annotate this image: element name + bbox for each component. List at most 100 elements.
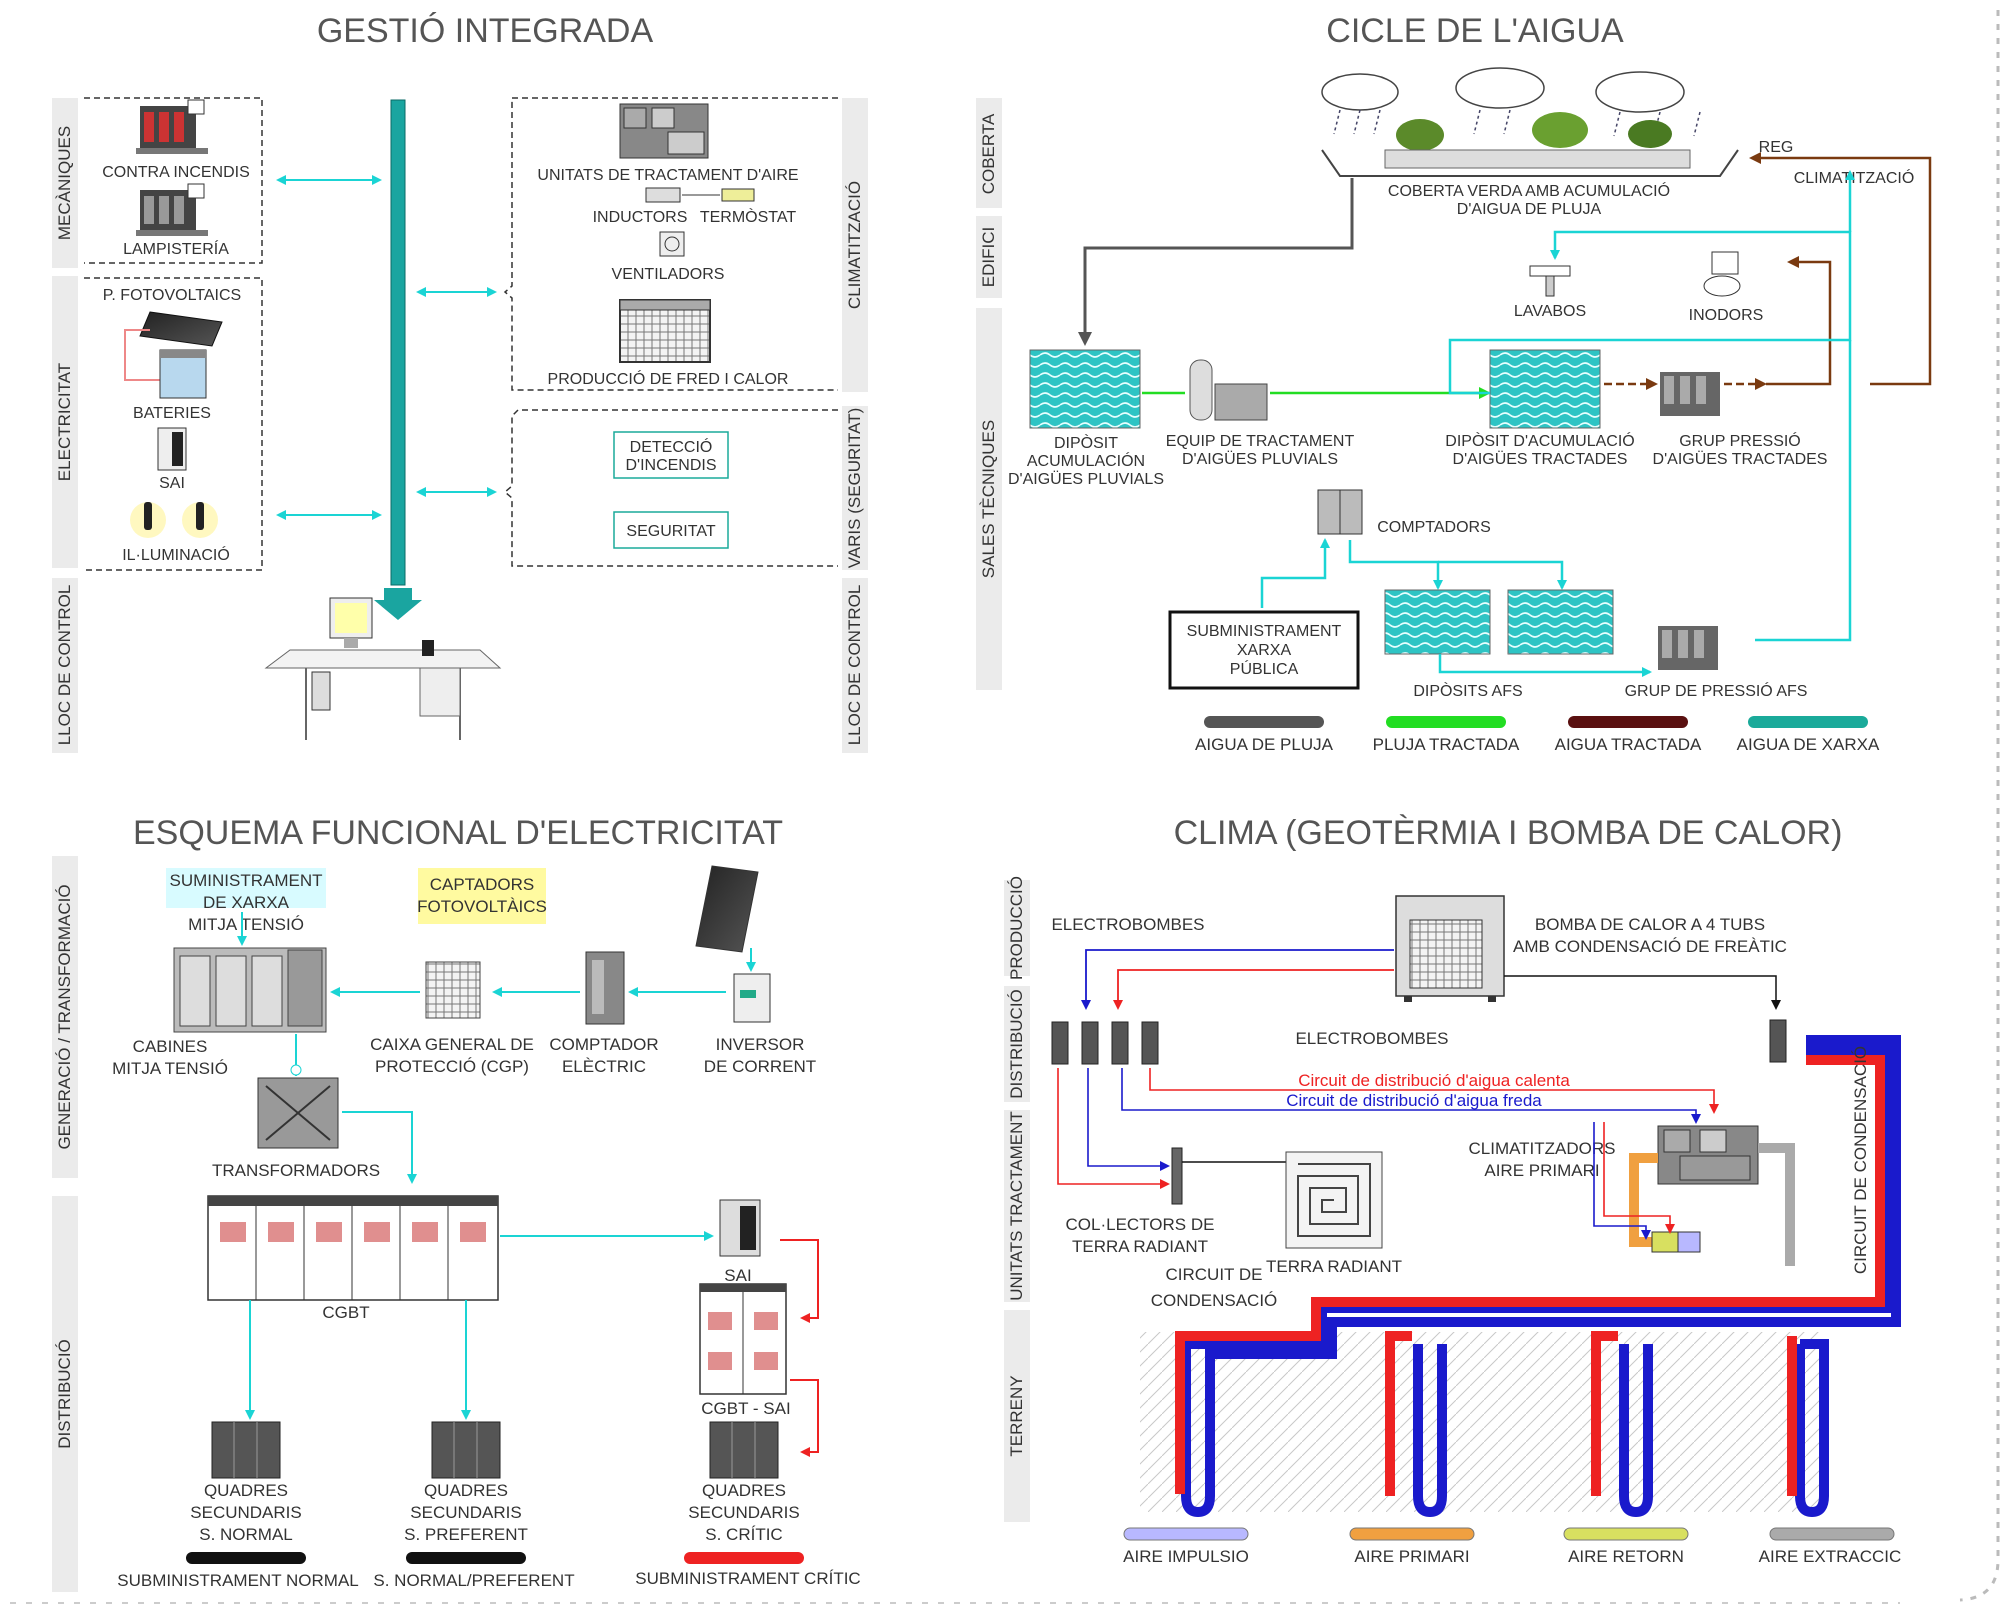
- sheet-border: [1959, 10, 2000, 1602]
- legend-swatch-2: [1568, 716, 1688, 728]
- label-circuit-calenta: Circuit de distribució d'aigua calenta: [1298, 1071, 1570, 1090]
- label-lampisteria: LAMPISTERÍA: [123, 239, 229, 258]
- label-climatitzadors-1: CLIMATITZADORS: [1468, 1139, 1615, 1158]
- condenser-pump-icon: [1769, 1019, 1787, 1063]
- pv-module-icon: [695, 865, 759, 953]
- label-climatitzacio: CLIMATITZACIÓ: [1794, 168, 1915, 187]
- label-grup-pressio-1: GRUP PRESSIÓ: [1679, 431, 1801, 450]
- inverter-icon: [733, 973, 771, 1023]
- highlight-subministrament: [166, 868, 326, 908]
- legend-label-normal: SUBMINISTRAMENT NORMAL: [117, 1571, 359, 1590]
- panel-title: GESTIÓ INTEGRADA: [317, 12, 654, 50]
- tank-afs-2: [1507, 589, 1614, 655]
- label-ventiladors: VENTILADORS: [612, 266, 725, 283]
- label-subministrament-3: PÚBLICA: [1230, 659, 1299, 678]
- panel-title: ESQUEMA FUNCIONAL D'ELECTRICITAT: [133, 814, 783, 852]
- label-circuit-cond-1: CIRCUIT DE: [1166, 1265, 1263, 1284]
- panel-preferent-icon: [431, 1421, 501, 1479]
- air-handler-icon: [1657, 1125, 1759, 1185]
- lighting-icon: [130, 502, 218, 538]
- label-circuit-condensacio-vertical: CIRCUIT DE CONDENSACIÓ: [1851, 1046, 1870, 1274]
- air-legend: AIRE IMPULSIO AIRE PRIMARI AIRE RETORN A…: [1123, 1527, 1902, 1566]
- label-circuit-freda: Circuit de distribució d'aigua freda: [1286, 1091, 1542, 1110]
- legend-label-1: PLUJA TRACTADA: [1373, 735, 1520, 754]
- sink-icon: [1529, 265, 1571, 297]
- control-desk-icon: [264, 597, 502, 740]
- tank-afs-1: [1384, 589, 1491, 655]
- label-produccio-fred-calor: PRODUCCIÓ DE FRED I CALOR: [548, 369, 789, 388]
- water-treatment-icon: [1189, 359, 1268, 421]
- label-inodors: INODORS: [1689, 307, 1764, 324]
- elec-legend: SUBMINISTRAMENT NORMAL S. NORMAL/PREFERE…: [117, 1552, 861, 1590]
- label-equip-2: D'AIGÜES PLUVIALS: [1182, 450, 1338, 468]
- cgp-icon: [425, 961, 481, 1019]
- label-circuit-cond-2: CONDENSACIÓ: [1151, 1291, 1278, 1310]
- green-roof-icon: [1321, 67, 1739, 177]
- label-sub-2: DE XARXA: [203, 893, 290, 912]
- label-diposit-pluvials-3: D'AIGÜES PLUVIALS: [1008, 470, 1164, 488]
- panel-critic-icon: [709, 1421, 779, 1479]
- label-diposits-afs: DIPÒSITS AFS: [1413, 681, 1522, 700]
- label-grup-afs: GRUP DE PRESSIÓ AFS: [1625, 681, 1808, 700]
- control-bus: [390, 99, 406, 586]
- side-label-sales-tecniques: SALES TÈCNIQUES: [979, 420, 998, 578]
- label-seguretat: SEGURITAT: [626, 523, 715, 540]
- side-label-climatitzacio: CLIMATITZACIÓ: [845, 181, 864, 309]
- label-coberta-2: D'AIGUA DE PLUJA: [1457, 201, 1602, 218]
- label-illuminacio: IL·LUMINACIÓ: [122, 545, 230, 564]
- legend-label-primari: AIRE PRIMARI: [1354, 1547, 1469, 1566]
- legend-swatch-0: [1204, 716, 1324, 728]
- legend-swatch-primari: [1349, 1527, 1475, 1541]
- side-label-distribucio: DISTRIBUCIÓ: [55, 1339, 74, 1449]
- legend-swatch-normal: [186, 1552, 306, 1564]
- ups-unit-icon: [719, 1199, 761, 1257]
- label-cabines-1: CABINES: [133, 1037, 208, 1056]
- cgbt-sai-icon: [699, 1283, 787, 1395]
- legend-label-impulsio: AIRE IMPULSIO: [1123, 1547, 1249, 1566]
- ground-area: [1140, 1332, 1820, 1512]
- radiant-floor-icon: [1285, 1151, 1383, 1249]
- label-comptador-1: COMPTADOR: [549, 1035, 658, 1054]
- label-comptador-2: ELÈCTRIC: [562, 1057, 646, 1076]
- side-label-lloc-control-right: LLOC DE CONTROL: [845, 585, 864, 746]
- heat-pump-icon: [1395, 895, 1505, 1002]
- electric-meter-icon: [585, 951, 625, 1025]
- ups-icon: [157, 427, 187, 471]
- label-transformadors: TRANSFORMADORS: [212, 1161, 380, 1180]
- label-qc-2: SECUNDARIS: [688, 1503, 799, 1522]
- bus-down-arrow: [374, 588, 422, 620]
- plumbing-pump-icon: [136, 183, 208, 236]
- battery-icon: [159, 349, 207, 399]
- label-captadors-2: FOTOVOLTÀICS: [417, 897, 547, 916]
- tank-tractades: [1489, 349, 1601, 429]
- diffuser-icon: [1651, 1231, 1701, 1253]
- label-qp-3: S. PREFERENT: [404, 1525, 528, 1544]
- label-inversor-1: INVERSOR: [716, 1035, 805, 1054]
- legend-label-preferent: S. NORMAL/PREFERENT: [373, 1571, 574, 1590]
- water-legend: AIGUA DE PLUJA PLUJA TRACTADA AIGUA TRAC…: [1195, 716, 1880, 754]
- side-label-mecaniques: MECÀNIQUES: [55, 126, 74, 240]
- legend-label-2: AIGUA TRACTADA: [1555, 735, 1702, 754]
- panel-normal-icon: [211, 1421, 281, 1479]
- panel-cicle-aigua: CICLE DE L'AIGUA COBERTA EDIFICI SALES T…: [976, 12, 1932, 754]
- label-electrobombes-top: ELECTROBOMBES: [1051, 915, 1204, 934]
- thermostat-icon: [721, 188, 755, 202]
- label-cgbt: CGBT: [322, 1303, 369, 1322]
- label-utas: UNITATS DE TRACTAMENT D'AIRE: [537, 167, 798, 184]
- label-qp-2: SECUNDARIS: [410, 1503, 521, 1522]
- label-terra-radiant: TERRA RADIANT: [1266, 1257, 1402, 1276]
- side-label-lloc-control: LLOC DE CONTROL: [55, 585, 74, 746]
- side-label-terreny: TERRENY: [1007, 1375, 1026, 1456]
- label-lavabos: LAVABOS: [1514, 303, 1586, 320]
- side-label-produccio: PRODUCCIÓ: [1007, 876, 1026, 980]
- label-qn-1: QUADRES: [204, 1481, 288, 1500]
- label-equip-1: EQUIP DE TRACTAMENT: [1166, 433, 1355, 450]
- label-diposit-tractades-2: D'AIGÜES TRACTADES: [1453, 450, 1628, 468]
- legend-label-extraccio: AIRE EXTRACCIC: [1759, 1547, 1902, 1566]
- box-seguretat: [613, 511, 729, 549]
- pressure-group-icon: [1660, 372, 1720, 416]
- panel-title: CLIMA (GEOTÈRMIA I BOMBA DE CALOR): [1174, 814, 1843, 852]
- mv-cabinets-icon: [173, 947, 327, 1033]
- label-bomba-1: BOMBA DE CALOR A 4 TUBS: [1535, 915, 1765, 934]
